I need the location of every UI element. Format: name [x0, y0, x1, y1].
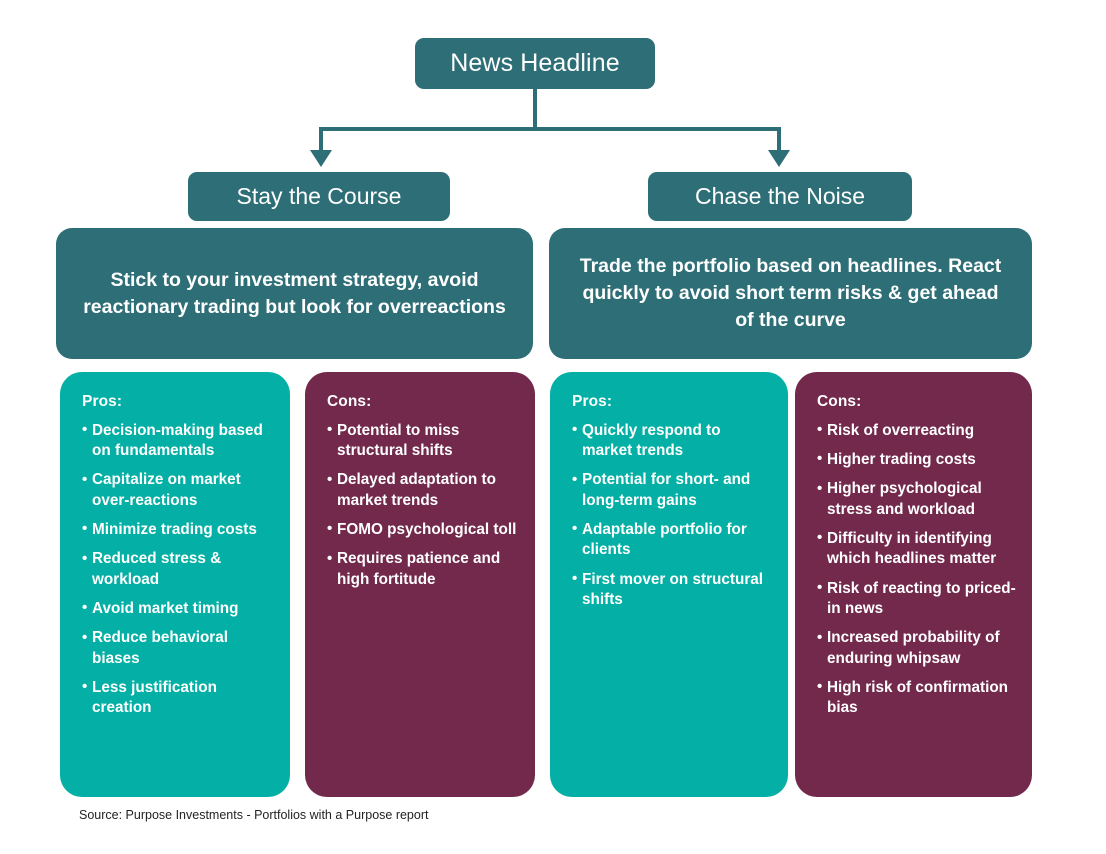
pros-panel-chase-the-noise: Pros: Quickly respond to market trends P…: [550, 372, 788, 797]
list-item: Potential for short- and long-term gains: [572, 470, 772, 511]
cons-heading: Cons:: [817, 393, 862, 410]
list-item: High risk of confirmation bias: [817, 677, 1016, 719]
pros-panel-stay-the-course: Pros: Decision-making based on fundament…: [60, 372, 290, 797]
list-item: Higher psychological stress and workload: [817, 479, 1016, 520]
branch-title-stay-the-course: Stay the Course: [188, 172, 450, 221]
pros-heading: Pros:: [572, 393, 613, 410]
list-item: Risk of overreacting: [817, 420, 1016, 441]
list-item: FOMO psychological toll: [327, 519, 519, 540]
node-news-headline-label: News Headline: [450, 49, 620, 77]
list-item: Higher trading costs: [817, 449, 1016, 470]
list-item: Adaptable portfolio for clients: [572, 519, 772, 561]
list-item: Potential to miss structural shifts: [327, 420, 519, 462]
cons-panel-stay-the-course: Cons: Potential to miss structural shift…: [305, 372, 535, 797]
list-item: Delayed adaptation to market trends: [327, 470, 519, 511]
list-item: Less justification creation: [82, 677, 274, 719]
list-item: Reduce behavioral biases: [82, 628, 274, 669]
branch-description-stay-the-course: Stick to your investment strategy, avoid…: [56, 228, 533, 359]
list-item: Difficulty in identifying which headline…: [817, 528, 1016, 570]
source-note: Source: Purpose Investments - Portfolios…: [79, 808, 429, 822]
list-item: Requires patience and high fortitude: [327, 549, 519, 590]
list-item: Capitalize on market over-reactions: [82, 470, 274, 511]
list-item: Avoid market timing: [82, 598, 274, 619]
branch-description-text: Trade the portfolio based on headlines. …: [579, 255, 1002, 331]
cons-heading: Cons:: [327, 393, 372, 410]
list-item: Minimize trading costs: [82, 519, 274, 540]
connector-drop-left: [319, 127, 323, 151]
list-item: Risk of reacting to priced-in news: [817, 578, 1016, 620]
branch-title-label: Stay the Course: [236, 183, 402, 209]
arrow-down-icon-left: [310, 150, 332, 167]
pros-list: Decision-making based on fundamentals Ca…: [82, 420, 274, 719]
branch-description-chase-the-noise: Trade the portfolio based on headlines. …: [549, 228, 1032, 359]
list-item: Quickly respond to market trends: [572, 420, 772, 462]
pros-heading: Pros:: [82, 393, 123, 410]
cons-panel-chase-the-noise: Cons: Risk of overreacting Higher tradin…: [795, 372, 1032, 797]
list-item: First mover on structural shifts: [572, 569, 772, 611]
list-item: Decision-making based on fundamentals: [82, 420, 274, 462]
list-item: Increased probability of enduring whipsa…: [817, 628, 1016, 669]
cons-list: Risk of overreacting Higher trading cost…: [817, 420, 1016, 719]
branch-title-chase-the-noise: Chase the Noise: [648, 172, 912, 221]
node-news-headline: News Headline: [415, 38, 655, 89]
connector-stem: [533, 89, 537, 131]
pros-list: Quickly respond to market trends Potenti…: [572, 420, 772, 611]
arrow-down-icon-right: [768, 150, 790, 167]
connector-drop-right: [777, 127, 781, 151]
connector-horizontal-bar: [319, 127, 781, 131]
branch-description-text: Stick to your investment strategy, avoid…: [83, 268, 506, 318]
cons-list: Potential to miss structural shifts Dela…: [327, 420, 519, 590]
branch-title-label: Chase the Noise: [694, 183, 866, 209]
list-item: Reduced stress & workload: [82, 549, 274, 590]
